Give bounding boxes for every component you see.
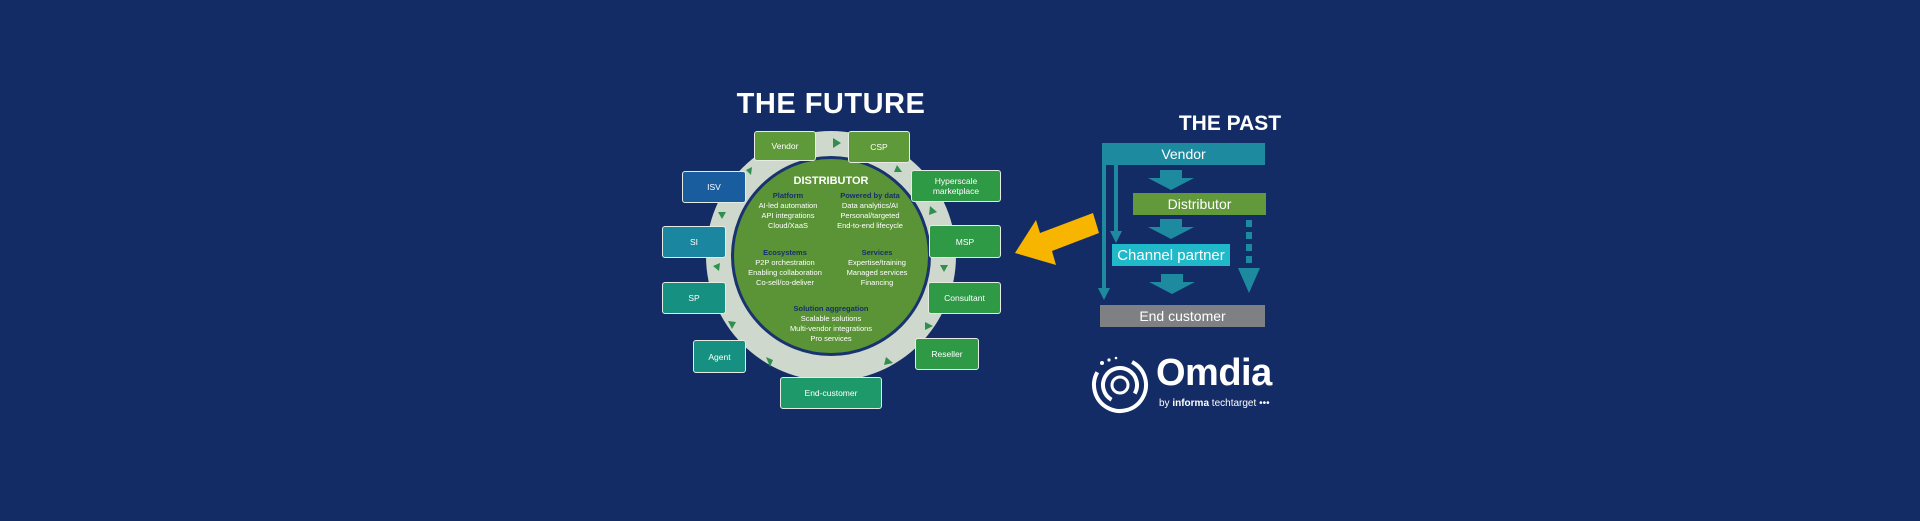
future-title: THE FUTURE [736, 88, 926, 120]
ring-arrow-11 [746, 167, 752, 175]
past-distributor-bar: Distributor [1133, 193, 1266, 215]
ring-arrow-9 [713, 263, 720, 271]
node-isv: ISV [682, 171, 746, 203]
ring-arrow-4 [940, 265, 948, 272]
aggregation-item: Multi-vendor integrations [789, 324, 873, 333]
omdia-logo-icon [1092, 356, 1148, 413]
past-channel-partner-bar: Channel partner [1112, 244, 1230, 266]
ecosystems-block: Ecosystems P2P orchestration Enabling co… [739, 248, 831, 288]
past-end-customer-bar: End customer [1100, 305, 1265, 327]
flow-arrowhead-inner [1110, 231, 1122, 243]
node-hyperscale: Hyperscale marketplace [911, 170, 1001, 202]
flow-arrowhead-dashed [1238, 268, 1260, 293]
ring-arrow-1 [833, 138, 841, 148]
byline-brand: informa [1172, 398, 1210, 409]
data-item: Personal/targeted [840, 211, 900, 220]
past-vendor-bar: Vendor [1102, 143, 1265, 165]
omdia-byline: by informa techtarget ••• [1159, 398, 1270, 409]
node-msp: MSP [929, 225, 1001, 258]
ring-arrow-8 [728, 321, 736, 329]
node-end-customer: End-customer [780, 377, 882, 409]
aggregation-heading: Solution aggregation [793, 304, 869, 313]
distributor-core [731, 156, 931, 356]
flow-chevron-3 [1149, 282, 1195, 294]
omdia-wordmark: Omdia [1156, 352, 1272, 394]
flow-chevron-2 [1148, 227, 1194, 239]
services-item: Managed services [846, 268, 908, 277]
platform-block: Platform AI-led automation API integrati… [744, 191, 832, 231]
aggregation-item: Scalable solutions [800, 314, 862, 323]
distributor-title: DISTRIBUTOR [793, 175, 869, 187]
ring-arrow-3 [929, 206, 937, 215]
platform-item: Cloud/XaaS [767, 221, 809, 230]
platform-item: AI-led automation [758, 201, 818, 210]
ring-arrow-5 [925, 322, 933, 330]
ring-arrow-6 [884, 357, 893, 365]
byline-dots-icon: ••• [1259, 398, 1270, 409]
past-title: THE PAST [1178, 112, 1282, 135]
node-consultant: Consultant [928, 282, 1001, 314]
node-agent: Agent [693, 340, 746, 373]
services-heading: Services [861, 248, 893, 257]
aggregation-item: Pro services [810, 334, 852, 343]
ring-arrow-10 [718, 212, 726, 219]
node-vendor: Vendor [754, 131, 816, 161]
platform-heading: Platform [772, 191, 804, 200]
ecosystems-item: Co-sell/co-deliver [756, 278, 814, 287]
node-csp: CSP [848, 131, 910, 163]
ring-arrow-2 [894, 165, 902, 172]
data-item: End-to-end lifecycle [837, 221, 903, 230]
ecosystems-item: Enabling collaboration [748, 268, 822, 277]
services-item: Financing [860, 278, 894, 287]
node-sp: SP [662, 282, 726, 314]
services-block: Services Expertise/training Managed serv… [834, 248, 920, 288]
ecosystems-item: P2P orchestration [755, 258, 815, 267]
ecosystems-heading: Ecosystems [763, 248, 807, 257]
flow-chevron-1 [1148, 178, 1194, 190]
flow-arrowhead-left [1098, 288, 1110, 300]
transition-arrow-icon [1015, 213, 1099, 265]
flow-line-left [1102, 165, 1106, 290]
node-reseller: Reseller [915, 338, 979, 370]
services-item: Expertise/training [848, 258, 906, 267]
ring-arrow-7 [766, 357, 773, 367]
platform-item: API integrations [761, 211, 815, 220]
data-heading: Powered by data [840, 191, 900, 200]
byline-brand2: techtarget [1211, 398, 1257, 409]
aggregation-block: Solution aggregation Scalable solutions … [776, 304, 886, 344]
data-item: Data analytics/AI [841, 201, 899, 210]
byline-by: by [1159, 398, 1170, 409]
flow-line-inner [1114, 165, 1118, 233]
data-block: Powered by data Data analytics/AI Person… [828, 191, 912, 231]
node-si: SI [662, 226, 726, 258]
